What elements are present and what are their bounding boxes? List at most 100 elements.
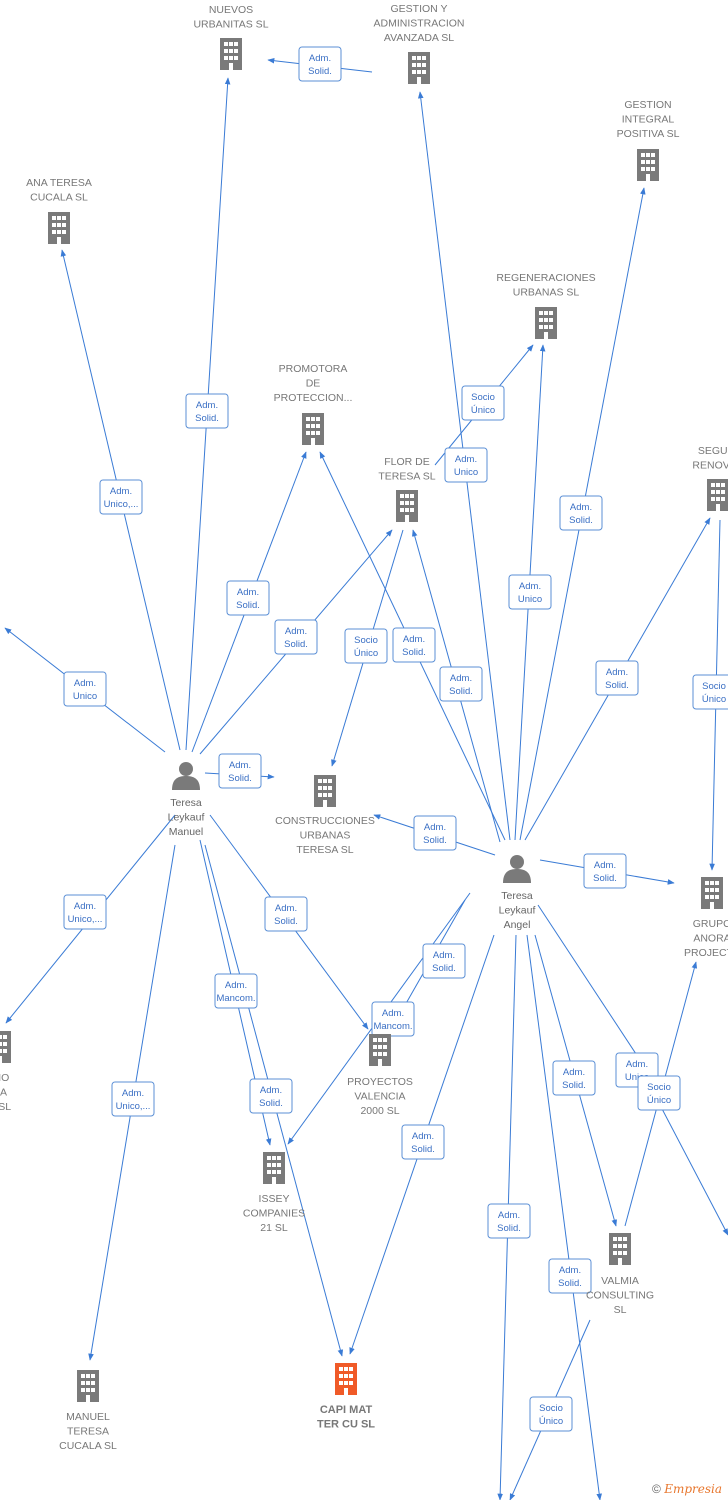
edge-label[interactable]: Adm.Solid. xyxy=(249,1078,293,1114)
edge-label-text: Adm. xyxy=(74,901,96,912)
building-icon xyxy=(701,877,723,909)
edge-label-text: Adm. xyxy=(403,634,425,645)
building-icon xyxy=(314,775,336,807)
node-label: INTEGRAL xyxy=(622,114,675,126)
edge-label-box xyxy=(529,1396,573,1432)
edge-label-text: Adm. xyxy=(229,760,251,771)
edge-label[interactable]: Adm.Solid. xyxy=(548,1258,592,1294)
node-label: NIO xyxy=(0,1072,9,1084)
company-node[interactable]: SEGUINRENOVAN xyxy=(692,445,728,511)
node-label: Teresa xyxy=(501,890,533,902)
edge-label-box xyxy=(508,574,552,610)
node-label: SEGUIN xyxy=(698,445,728,457)
edge-label[interactable]: Adm.Solid. xyxy=(422,943,466,979)
edge-label[interactable]: Adm.Solid. xyxy=(487,1203,531,1239)
edge-label[interactable]: Adm.Solid. xyxy=(439,666,483,702)
edge-label[interactable]: Adm.Unico,... xyxy=(111,1081,155,1117)
edge-label[interactable]: Adm.Solid. xyxy=(583,853,627,889)
edge-label-text: Solid. xyxy=(432,963,456,974)
edge-label[interactable]: Adm.Solid. xyxy=(392,627,436,663)
node-label: ANA TERESA xyxy=(26,177,92,189)
edge-label-text: Adm. xyxy=(285,626,307,637)
edge-label-text: Solid. xyxy=(411,1144,435,1155)
company-node[interactable]: MANUEL TERESA CUCALA SL xyxy=(59,1370,117,1452)
node-label: CUCALA SL xyxy=(59,1440,117,1452)
node-label: AVANZADA SL xyxy=(384,32,454,44)
node-label: MANUEL xyxy=(66,1411,110,1423)
edge-label[interactable]: Adm.Unico xyxy=(508,574,552,610)
edge-label-box xyxy=(692,674,728,710)
node-label: GESTION xyxy=(624,99,671,111)
edge-label[interactable]: Adm.Unico,... xyxy=(99,479,143,515)
edge-label-text: Solid. xyxy=(308,66,332,77)
edge-label[interactable]: Adm.Solid. xyxy=(595,660,639,696)
company-node[interactable]: GRUPOANORAPROJECTS xyxy=(684,877,728,959)
edge-label-text: Socio xyxy=(471,392,495,403)
edge-label[interactable]: Adm.Solid. xyxy=(226,580,270,616)
edge-label-text: Unico xyxy=(625,1072,649,1083)
edge-label-box xyxy=(111,1081,155,1117)
edge-label[interactable]: Adm.Solid. xyxy=(298,46,342,82)
building-icon xyxy=(535,307,557,339)
edge-label[interactable]: Adm.Unico xyxy=(444,447,488,483)
edge-label-box xyxy=(637,1075,681,1111)
edge-line xyxy=(537,904,641,1061)
edge-label-text: Adm. xyxy=(626,1059,648,1070)
edge-label[interactable]: Adm.Solid. xyxy=(413,815,457,851)
edge-label[interactable]: Adm.Solid. xyxy=(264,896,308,932)
building-icon xyxy=(335,1363,357,1395)
edge-label-text: Unico,... xyxy=(116,1101,151,1112)
edge-label[interactable]: Adm.Solid. xyxy=(552,1060,596,1096)
edge-label-text: Solid. xyxy=(228,773,252,784)
edge-label[interactable]: Adm.Solid. xyxy=(559,495,603,531)
node-label: CONSTRUCCIONES xyxy=(275,815,375,827)
edge-label-box xyxy=(63,894,107,930)
node-label: TERESA xyxy=(67,1426,109,1438)
node-label: SA xyxy=(0,1087,7,1099)
edge-label[interactable]: Adm. Solid. xyxy=(218,753,262,789)
edge-label[interactable]: Adm.Solid. xyxy=(401,1124,445,1160)
edge-label[interactable]: Adm.Unico,... xyxy=(63,894,107,930)
edge-label-box xyxy=(392,627,436,663)
company-node[interactable]: PROMOTORADEPROTECCION... xyxy=(274,363,353,445)
node-label: TER CU SL xyxy=(317,1419,375,1431)
brand-logo[interactable]: Empresia xyxy=(664,1482,722,1496)
edge-label[interactable]: Adm.Unico xyxy=(63,671,107,707)
node-label: ANORA xyxy=(693,933,728,945)
node-label: COMPANIES xyxy=(243,1208,305,1220)
node-label: URBANAS xyxy=(300,830,351,842)
edge-label-text: Solid. xyxy=(236,600,260,611)
edge-label-text: Adm. xyxy=(260,1085,282,1096)
edge-label[interactable]: Adm.Solid. xyxy=(185,393,229,429)
building-icon xyxy=(263,1152,285,1184)
edge-label[interactable]: Adm.Mancom. xyxy=(214,973,258,1009)
node-label: Leykauf xyxy=(168,812,205,824)
edge-label[interactable]: Adm.Mancom. xyxy=(371,1001,415,1037)
edge-label-text: Adm. xyxy=(424,822,446,833)
node-label: Teresa xyxy=(170,797,202,809)
building-icon xyxy=(302,413,324,445)
edge-label[interactable]: Adm.Solid. xyxy=(274,619,318,655)
edge-label-text: Socio xyxy=(647,1082,671,1093)
node-label: NUEVOS xyxy=(209,4,253,16)
edge-label-text: Adm. xyxy=(382,1008,404,1019)
company-node[interactable]: NIOSAA SL xyxy=(0,1031,11,1113)
